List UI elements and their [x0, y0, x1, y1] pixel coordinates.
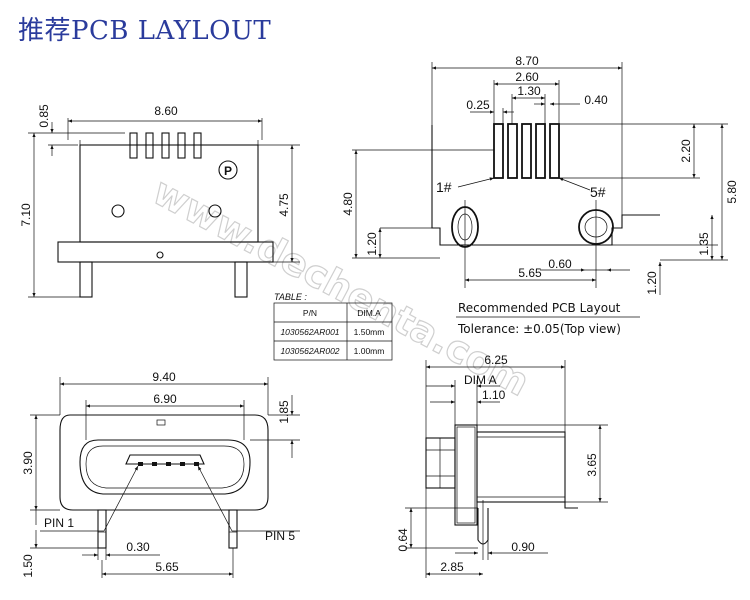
dim-pitch: 1.30 — [517, 84, 541, 98]
top-view: P 8.60 0.85 7.10 4.75 — [19, 104, 300, 298]
side-view-flange — [454, 424, 478, 526]
dim-pcb-width: 8.70 — [515, 54, 539, 68]
table-cell-dim-1: 1.50mm — [354, 327, 385, 337]
dim-slot-width: 0.60 — [548, 257, 572, 271]
dim-a-label: DIM A — [464, 373, 497, 387]
front-view-contacts — [138, 462, 199, 466]
dim-slot-offset-left: 1.20 — [365, 232, 379, 256]
mount-hole-right — [208, 204, 222, 218]
dim-side-height: 3.65 — [585, 453, 599, 477]
tolerance-label: Tolerance: ±0.05(Top view) — [457, 322, 621, 336]
pin-5-label: PIN 5 — [265, 529, 295, 543]
side-view: 6.25 DIM A 1.10 3.65 0.64 0.90 2.85 — [396, 353, 608, 578]
dim-body-height: 4.75 — [277, 193, 291, 217]
table-header-dim: DIM.A — [357, 308, 381, 318]
pin-label-first: 1# — [436, 179, 452, 195]
recommended-layout-label: Recommended PCB Layout — [458, 301, 621, 315]
top-view-foot-left — [79, 261, 93, 298]
dim-side-total: 6.25 — [484, 353, 508, 367]
dim-opening-width: 6.90 — [153, 392, 177, 406]
dim-pad-length: 2.20 — [679, 139, 693, 163]
dim-slot-offset-right: 1.35 — [697, 232, 711, 256]
dim-leg-width: 0.30 — [126, 540, 150, 554]
front-view-opening — [79, 439, 251, 495]
dim-outer-width: 9.40 — [152, 370, 176, 384]
pin-label-last: 5# — [590, 184, 606, 200]
table-cell-pn-2: 1030562AR002 — [280, 346, 339, 356]
front-view-leg-left — [97, 509, 107, 549]
top-view-flange — [57, 241, 274, 263]
table-header-pn: P/N — [303, 308, 317, 318]
p-logo-icon — [218, 160, 238, 180]
logo-letter: P — [224, 164, 232, 178]
dim-slot-spacing: 5.65 — [518, 266, 542, 280]
front-view: 9.40 6.90 1.85 3.90 1.50 0.30 5.65 — [21, 370, 300, 578]
front-view-shell — [59, 414, 269, 511]
front-view-tongue — [125, 454, 205, 465]
page-title: 推荐PCB LAYLOUT — [18, 16, 272, 46]
dim-leg-spacing: 5.65 — [155, 560, 179, 574]
dim-height-right: 5.80 — [725, 180, 739, 204]
dim-pad-span: 2.60 — [515, 70, 539, 84]
dim-flange: 1.10 — [482, 388, 506, 402]
table-cell-dim-2: 1.00mm — [354, 346, 385, 356]
dim-front-height: 3.90 — [21, 451, 35, 475]
mount-hole-left — [111, 204, 125, 218]
pin-1-label: PIN 1 — [44, 516, 74, 530]
dim-pad-width: 0.25 — [466, 98, 490, 112]
table-caption: TABLE : — [274, 292, 307, 302]
pcb-pads — [493, 123, 560, 179]
pn-table: TABLE : P/N DIM.A 1030562AR001 1.50mm 10… — [273, 292, 393, 361]
center-mark — [156, 251, 164, 259]
top-view-pins — [129, 132, 202, 159]
dim-leg-height: 0.64 — [396, 528, 410, 552]
table-cell-pn-1: 1030562AR001 — [280, 327, 339, 337]
dim-side-leg-width: 0.90 — [511, 540, 535, 554]
dim-slot-bottom: 1.20 — [645, 271, 659, 295]
dim-front-bottom: 1.50 — [21, 554, 35, 578]
dim-leg-offset: 2.85 — [440, 560, 464, 574]
dim-height-left: 4.80 — [341, 192, 355, 216]
dim-total-height: 7.10 — [19, 203, 33, 227]
side-view-plate — [477, 501, 578, 509]
dim-top-offset: 1.85 — [277, 400, 291, 424]
pcb-layout-view: 1# 5# 8.70 2.60 1.30 0.25 0.40 2.20 — [341, 54, 739, 336]
dim-pin-height: 0.85 — [37, 104, 51, 128]
side-view-plug — [425, 437, 456, 489]
dim-top-width: 8.60 — [154, 104, 178, 118]
front-view-leg-right — [228, 509, 238, 549]
side-view-body — [476, 431, 566, 503]
top-view-foot-right — [234, 261, 248, 298]
dim-pad-gap: 0.40 — [584, 93, 608, 107]
